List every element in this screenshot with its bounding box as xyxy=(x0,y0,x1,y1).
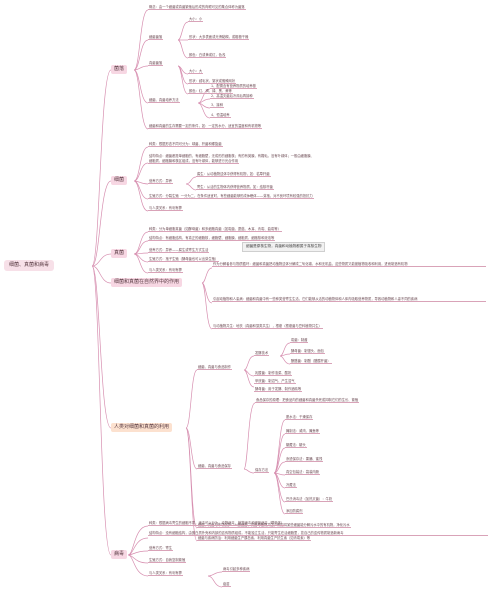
virus-kinds: 种类：根据病毒寄生的细胞不同，病毒可以分为：动物病毒、植物病毒和细菌病毒（噬菌体… xyxy=(148,521,286,527)
virus-reproduction: 生殖方式：自我复制繁殖 xyxy=(148,558,187,564)
colony-conditions: 细菌和真菌的生存需要一定的条件，如：一定的水分、适宜的温度和有机物等 xyxy=(148,124,263,130)
role-symbiosis: 与动植物共生：地衣（真菌和藻类共生），根瘤（根瘤菌与豆科植物共生） xyxy=(212,324,323,330)
disease-prevention: 细菌与疾病防治：利用细菌生产胰岛素、利用真菌生产抗生素（如青霉素）等 xyxy=(197,536,312,542)
environment-protection: 细菌、真菌与环境保护：一些细菌、真菌与植物共生，例如将某些细菌能分解污水中的有机… xyxy=(197,523,351,529)
fungi-structure: 结构特点：有细胞结构，有真正的细胞核，细胞壁、细胞膜、细胞质、细胞核和液泡等 xyxy=(148,236,276,242)
bacteria-reproduction-mode: 生殖方式：分裂生殖 xyxy=(149,194,179,198)
bacterial-colony-shape: 形状：大多表面或光滑黏稠，或粗糙干燥 xyxy=(188,35,250,41)
virus-structure: 结构特点：没有细胞结构，由蛋白质外壳和内部的遗传物质组成，不能独立生活，只能寄生… xyxy=(148,531,488,537)
topic-virus[interactable]: 病毒 xyxy=(111,550,128,559)
yeast-alcohol: 酵母菌：用于发酵、制作酒精等 xyxy=(254,387,303,393)
virus-vaccine: 疫苗 xyxy=(222,582,231,588)
bacteria-reproduction: 生殖方式：分裂生殖 一分为二，在条件适宜时，有些细菌能够形成休眠体——芽孢，对不… xyxy=(148,194,314,200)
fermentation-acetic: 酿醋菌：制醋（醋酸杆菌） xyxy=(290,359,332,365)
methane-bacteria: 甲烷菌：制沼气、产生沼气 xyxy=(254,379,296,385)
virus-nutrition: 营养方式：寄生 xyxy=(148,546,174,552)
bacteria-parasitic: 寄生：从活的生物体内获得营养物质，如：结核杆菌 xyxy=(196,185,274,191)
food-preservation-label: 细菌、真菌与食品保存 xyxy=(197,464,232,470)
lactic-acid-bacteria: 乳酸菌：制作泡菜、酸奶 xyxy=(254,371,293,377)
topic-human-use[interactable]: 人类对细菌和真菌的利用 xyxy=(111,423,173,432)
fermentation-yeast: 酵母菌：制馒头、面包 xyxy=(290,349,325,355)
bacterial-colony-label: 细菌菌落 xyxy=(148,35,164,41)
method-dehydration: 脱水法：干燥保存 xyxy=(285,415,314,421)
topic-colony[interactable]: 菌落 xyxy=(111,65,128,74)
bacterial-colony-size: 大小：小 xyxy=(188,17,204,23)
bacterial-colony-color: 颜色：白或黄或红，色浅 xyxy=(188,53,227,59)
topic-bacteria[interactable]: 细菌 xyxy=(111,176,128,185)
role-disease: 引起动植物和人患病：细菌和真菌中有一些种类营寄生生活，它们能够从活的动植物体和人… xyxy=(212,297,486,303)
fermentation-label: 发酵技术 xyxy=(254,351,270,357)
fungi-kinds: 种类：分为单细胞真菌（如酵母菌）和多细胞真菌（如霉菌、蘑菇、木耳、青霉、曲霉等） xyxy=(148,227,282,233)
fungi-relation: 与人类关系：有利有弊 xyxy=(148,268,183,274)
central-topic[interactable]: 细菌、真菌和病毒 xyxy=(4,260,55,271)
method-salting: 腌制法：咸肉、腌鱼等 xyxy=(285,429,320,435)
culture-step-2: 2、高温灭菌后冷却后再接种 xyxy=(210,94,254,100)
fungi-reproduction: 生殖方式：孢子生殖（酵母菌也可以出芽生殖） xyxy=(148,257,220,263)
role-decomposer: 作为分解者参与物质循环：细菌和真菌把动植物遗体分解成二氧化碳、水和无机盐，这些物… xyxy=(212,262,486,268)
bacteria-relation: 与人类关系：有利有弊 xyxy=(148,206,183,212)
virus-disease: 病毒引起多种疾病 xyxy=(222,567,251,573)
method-vacuum: 真空包装法：袋装肉肠 xyxy=(285,470,320,476)
culture-step-1: 1、配置含有营养物质的培养基 xyxy=(210,84,257,90)
preservation-principle: 食品保存的原理：把食品内的细菌和真菌杀死或抑制它们的生长、繁殖 xyxy=(255,398,360,404)
method-refrigeration: 冷藏法 xyxy=(285,483,297,489)
fungal-colony-color: 颜色：红、褐、绿、黑、黄等 xyxy=(188,89,233,95)
method-pasteurization: 巴氏消毒法（加热灭菌）：牛奶 xyxy=(285,497,334,503)
fungi-nutrition: 营养方式：异养——腐生或寄生方式生活 xyxy=(148,248,210,254)
bacteria-structure-line1: 结构特点：细菌都是单细胞的，有细胞壁，无成形的细胞核；有的有荚膜，有鞭毛。没有叶… xyxy=(149,154,314,158)
culture-step-4: 4、恒温培养 xyxy=(210,113,231,119)
bacteria-saprophytic: 腐生：从动植物遗体中获得有机物，如：枯草杆菌 xyxy=(196,172,271,178)
fermentation-mold: 霉菌：制酱 xyxy=(290,338,309,344)
bacteria-kinds: 种类：根据形态不同可分为：球菌、杆菌和螺旋菌 xyxy=(148,142,223,148)
topic-fungi[interactable]: 真菌 xyxy=(111,249,128,258)
fungal-colony-label: 真菌菌落 xyxy=(148,61,164,67)
colony-concept: 概念：由一个细菌或真菌繁殖后形成的肉眼可见的集合体称为菌落 xyxy=(148,5,246,11)
virus-relation-label: 与人类关系：有利有弊 xyxy=(148,571,183,577)
bacteria-nutrition-label: 营养方式：异养 xyxy=(148,179,174,185)
bacteria-reproduction-note: 一分为二，在条件适宜时，有些细菌能够形成休眠体——芽孢，对不良环境有较强的抵抗力 xyxy=(180,194,313,198)
preservation-methods-label: 保存方法 xyxy=(254,468,270,474)
method-preservative: 添加防腐剂 xyxy=(285,509,304,515)
method-osmosis: 渗透保存法：果脯、蜜饯 xyxy=(285,457,324,463)
fungal-colony-shape: 形状：绒毛状、絮状或蜘蛛网状 xyxy=(188,79,237,85)
prokaryote-eukaryote-callout: 细菌是原核生物，真菌和动植物都属于真核生物 xyxy=(242,242,326,252)
food-making-label: 细菌、真菌与食品制作 xyxy=(197,365,232,371)
culture-step-3: 3、接种 xyxy=(210,103,224,109)
topic-role-in-nature[interactable]: 细菌和真菌在自然界中的作用 xyxy=(111,278,183,287)
method-canning: 罐藏法：罐头 xyxy=(285,443,307,449)
fungal-colony-size: 大小：大 xyxy=(188,69,204,75)
bacteria-structure-line2: 细胞质、细胞膜和核区组成，没有叶绿体，能够进行光合作用 xyxy=(148,159,240,165)
culture-method-label: 细菌、真菌培养方法 xyxy=(148,98,180,104)
